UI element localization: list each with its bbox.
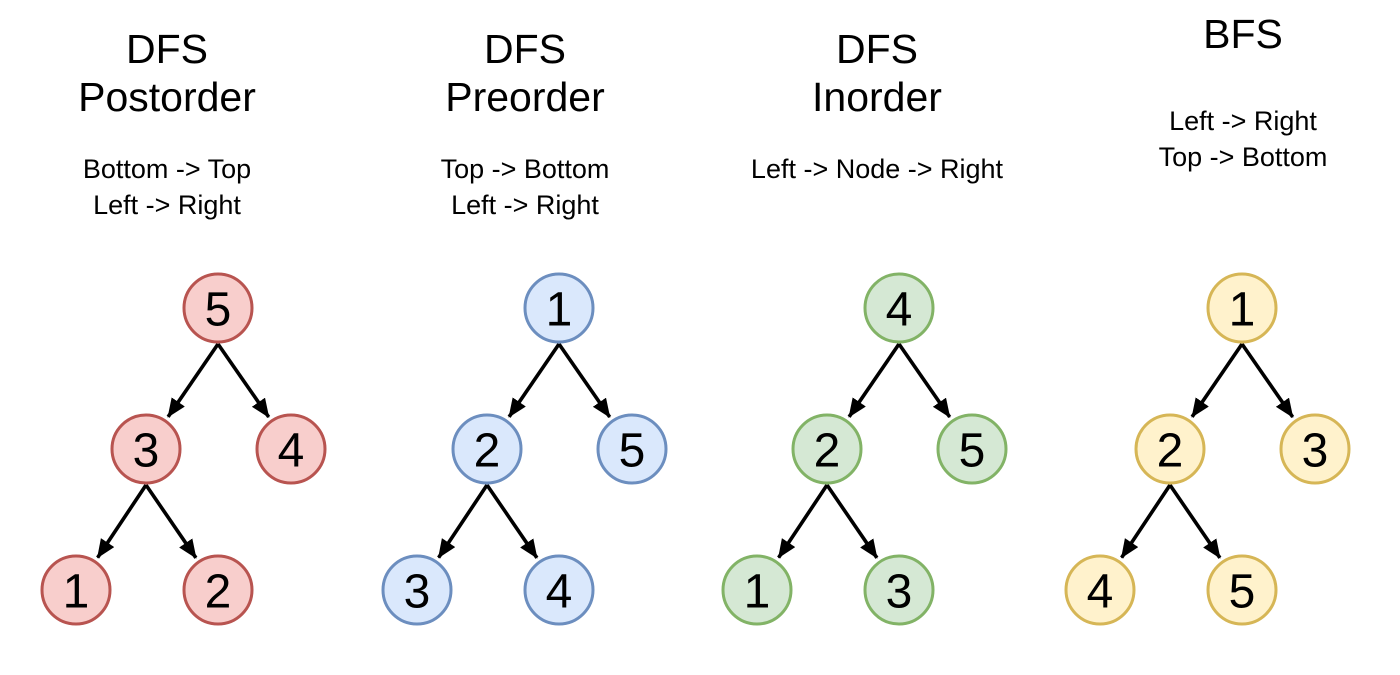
- text-line: Top -> Bottom: [1158, 142, 1328, 173]
- tree-node-circle: [523, 272, 595, 344]
- tree-node-circle: [182, 554, 254, 626]
- tree-node-value: 5: [619, 424, 646, 477]
- tree-edge-arrow: [96, 484, 148, 559]
- tree-svg: 1 2 5 3 4: [381, 272, 668, 626]
- text-line: Left -> Node -> Right: [750, 153, 1004, 184]
- text-line: Postorder: [78, 74, 256, 121]
- tree-node-circle: [381, 554, 453, 626]
- tree-node-circle: [255, 413, 327, 485]
- tree-edge-arrow: [557, 342, 612, 419]
- tree-node-value: 4: [546, 565, 573, 618]
- tree-edge-arrow: [485, 483, 539, 559]
- text-line: Left -> Right: [93, 189, 241, 220]
- tree-node-circle: [1064, 554, 1136, 626]
- text-line: Top -> Bottom: [440, 153, 610, 184]
- tree-node-value: 2: [1157, 424, 1184, 477]
- tree-node-circle: [182, 272, 254, 344]
- tree-node-circle: [791, 413, 863, 485]
- tree-node-value: 1: [1229, 283, 1256, 336]
- tree-dfs-inorder: 4 2 5 1 3: [716, 267, 1018, 636]
- tree-node-value: 5: [959, 424, 986, 477]
- text-line: Inorder: [812, 74, 942, 121]
- tree-edge-arrow: [216, 342, 271, 419]
- text-line: Bottom -> Top: [82, 153, 252, 184]
- tree-edge-arrow: [166, 342, 220, 418]
- tree-edge-arrow: [777, 484, 829, 559]
- tree-node-circle: [596, 413, 668, 485]
- tree-node-circle: [863, 554, 935, 626]
- tree-node-value: 4: [278, 424, 305, 477]
- tree-edge-arrow: [825, 483, 879, 559]
- tree-node-circle: [1206, 554, 1278, 626]
- tree-svg: 1 2 3 4 5: [1064, 272, 1351, 626]
- tree-svg: 4 2 5 1 3: [721, 272, 1008, 626]
- panel-title: BFS: [1068, 10, 1400, 58]
- tree-node-circle: [1206, 272, 1278, 344]
- text-line: BFS: [1203, 11, 1283, 57]
- tree-edge-arrow: [1190, 342, 1244, 418]
- text-line: DFS: [836, 26, 918, 72]
- tree-node-value: 2: [205, 565, 232, 618]
- tree-node-value: 1: [546, 283, 573, 336]
- tree-node-value: 3: [404, 565, 431, 618]
- tree-node-value: 4: [1087, 565, 1114, 618]
- text-line: Left -> Right: [451, 189, 599, 220]
- text-line: Preorder: [445, 74, 605, 121]
- tree-edge-arrow: [437, 484, 489, 559]
- tree-edge-arrow: [507, 342, 561, 418]
- tree-bfs: 1 2 3 4 5: [1059, 267, 1361, 636]
- tree-node-circle: [936, 413, 1008, 485]
- tree-node-value: 5: [205, 283, 232, 336]
- text-line: DFS: [484, 26, 566, 72]
- tree-edge-arrow: [847, 342, 901, 418]
- text-line: Left -> Right: [1169, 106, 1317, 137]
- tree-node-value: 1: [744, 565, 771, 618]
- tree-node-value: 4: [886, 283, 913, 336]
- tree-svg: 5 3 4 1 2: [40, 272, 327, 626]
- tree-node-value: 2: [814, 424, 841, 477]
- tree-node-value: 5: [1229, 565, 1256, 618]
- tree-node-value: 2: [474, 424, 501, 477]
- tree-dfs-postorder: 5 3 4 1 2: [35, 267, 337, 636]
- tree-edge-arrow: [1120, 484, 1172, 559]
- tree-node-circle: [523, 554, 595, 626]
- tree-node-value: 3: [133, 424, 160, 477]
- tree-edge-arrow: [144, 483, 198, 559]
- tree-edge-arrow: [1168, 483, 1222, 559]
- tree-node-circle: [1134, 413, 1206, 485]
- tree-edge-arrow: [1240, 342, 1295, 419]
- tree-node-circle: [40, 554, 112, 626]
- tree-node-value: 1: [63, 565, 90, 618]
- tree-node-circle: [721, 554, 793, 626]
- tree-node-circle: [451, 413, 523, 485]
- tree-dfs-preorder: 1 2 5 3 4: [376, 267, 678, 636]
- tree-node-circle: [110, 413, 182, 485]
- tree-node-circle: [1279, 413, 1351, 485]
- text-line: DFS: [126, 26, 208, 72]
- panel-subtitle: Left -> Node -> Right: [702, 152, 1052, 188]
- tree-node-value: 3: [886, 565, 913, 618]
- tree-node-circle: [863, 272, 935, 344]
- tree-node-value: 3: [1302, 424, 1329, 477]
- tree-edge-arrow: [897, 342, 952, 419]
